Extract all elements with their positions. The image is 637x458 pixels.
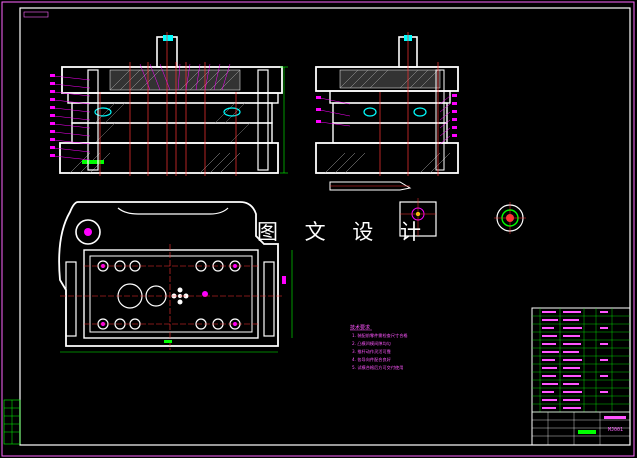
tech-note-2: 2. 凸模凹模间隙均匀 bbox=[352, 341, 391, 346]
plan-view bbox=[58, 201, 293, 353]
tech-note-1: 1. 装配前零件需检查尺寸合格 bbox=[352, 333, 408, 338]
title-block bbox=[531, 307, 631, 446]
tech-note-3: 3. 推杆动作灵活可靠 bbox=[352, 349, 391, 354]
side-section-view bbox=[315, 32, 459, 176]
front-section-view bbox=[50, 32, 288, 176]
tech-requirements-title: 技术要求 bbox=[350, 325, 371, 331]
binding-margin-table bbox=[3, 399, 21, 445]
watermark-text: 图 文 设 计 bbox=[257, 220, 432, 244]
part-detail-view bbox=[329, 181, 526, 237]
tech-note-5: 5. 试模合格后方可交付使用 bbox=[352, 365, 404, 370]
tech-note-4: 4. 各导向件配合良好 bbox=[352, 357, 391, 362]
drawing-code: MJ001 bbox=[608, 427, 624, 433]
